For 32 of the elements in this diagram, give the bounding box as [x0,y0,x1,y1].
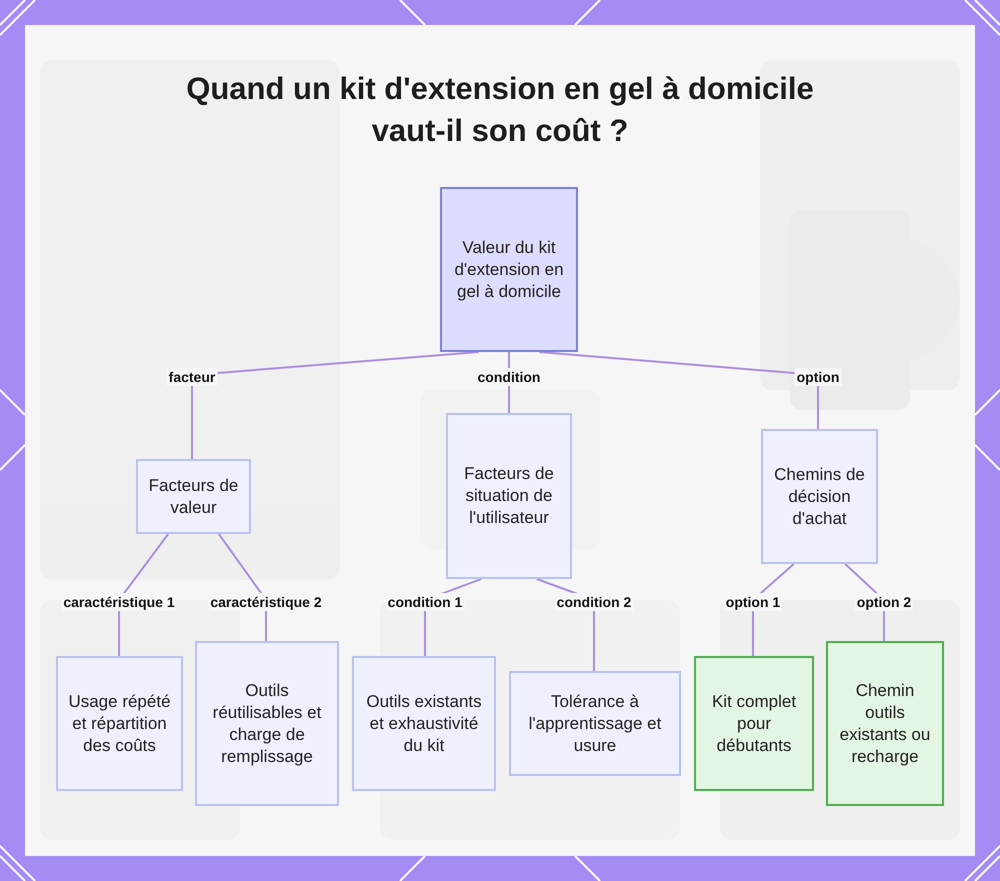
node-text: Chemins de décision d'achat [773,464,866,530]
concept-box [446,413,572,579]
edge-label: condition [476,368,542,386]
concept-box [761,429,878,564]
edge-label: condition 1 [386,593,464,611]
concept-box [352,656,496,791]
node-text: Usage répété et répartition des coûts [67,690,172,756]
node-text: Outils existants et exhaustivité du kit [365,690,483,756]
edge-label: option 2 [854,593,914,611]
option-box [694,656,814,791]
connector-line [191,351,479,459]
node-text: Chemin outils existants ou recharge [838,680,932,768]
title: Quand un kit d'extension en gel à domicile vaut-il son coût ? [185,70,815,150]
concept-box [509,671,681,776]
edge-label: option [794,368,842,386]
concept-box [195,641,339,806]
connector-line [539,351,819,429]
node-text: Tolérance à l'apprentissage et usure [528,690,662,756]
node-text: Facteurs de situation de l'utilisateur [463,463,555,529]
edge-label: caractéristique 2 [208,593,324,611]
edge-label: facteur [166,368,218,386]
root-box [440,187,578,352]
edge-label: caractéristique 1 [61,593,177,611]
node-text: Facteurs de valeur [148,474,240,518]
option-box [826,641,944,806]
edge-label: option 1 [724,593,782,611]
concept-box [56,656,183,791]
edge-label: condition 2 [554,593,634,611]
node-text: Outils réutilisables et charge de remplissage [212,680,322,768]
node-text: Valeur du kit d'extension en gel à domicile [453,236,565,302]
node-text: Kit complet pour débutants [710,690,798,756]
concept-box [136,459,251,534]
